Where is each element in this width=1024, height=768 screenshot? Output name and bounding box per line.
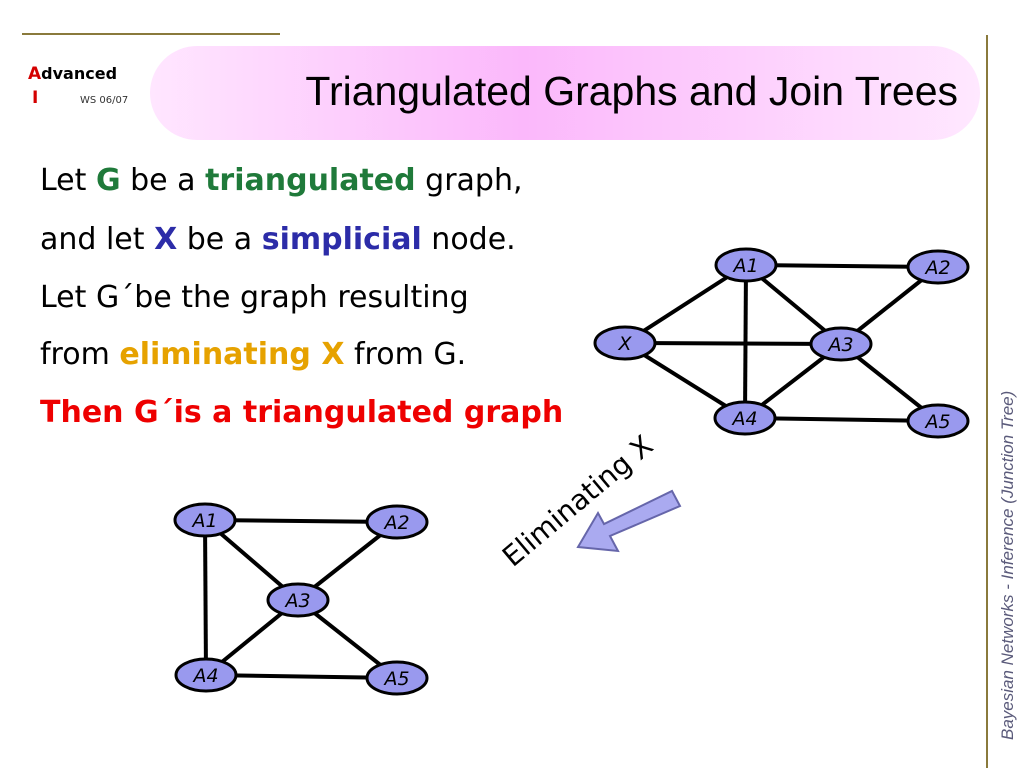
text: node.: [421, 222, 516, 257]
node-shape: [906, 403, 970, 439]
node-a5: A5: [906, 403, 970, 439]
statement-line-4: from eliminating X from G.: [40, 337, 466, 372]
top-rule: [22, 33, 280, 35]
text: from G.: [344, 337, 467, 372]
node-a3: A3: [266, 582, 330, 618]
node-a3: A3: [809, 326, 873, 362]
text: graph,: [415, 163, 523, 198]
edge-a1-a2: [745, 263, 939, 269]
term-x: X: [154, 222, 178, 257]
node-shape: [266, 582, 330, 618]
right-rule: [986, 35, 988, 768]
logo-letter-a: A: [28, 64, 42, 84]
node-label: A4: [730, 408, 757, 430]
logo-word: dvanced: [41, 64, 118, 83]
node-shape: [593, 325, 657, 361]
node-label: A1: [190, 510, 217, 532]
text: be a: [120, 163, 206, 198]
node-shape: [809, 326, 873, 362]
node-shape: [365, 660, 429, 696]
term-simplicial: simplicial: [261, 222, 422, 257]
node-a2: A2: [365, 504, 429, 540]
node-a1: A1: [173, 502, 237, 538]
edge-a1-a2: [204, 518, 398, 524]
text: Let: [40, 163, 96, 198]
term-eliminating-x: eliminating X: [119, 337, 345, 372]
node-shape: [174, 657, 238, 693]
node-shape: [713, 400, 777, 436]
title-banner: Triangulated Graphs and Join Trees: [150, 46, 980, 140]
statement-line-3: Let G´be the graph resulting: [40, 280, 469, 315]
logo-term: WS 06/07: [80, 95, 129, 106]
node-label: A5: [923, 411, 950, 433]
node-a4: A4: [174, 657, 238, 693]
edge-a1-a4: [203, 519, 208, 676]
node-x: X: [593, 325, 657, 361]
node-a5: A5: [365, 660, 429, 696]
conclusion-line: Then G´is a triangulated graph: [40, 395, 564, 430]
logo-letter-i: I: [32, 88, 39, 108]
node-shape: [173, 502, 237, 538]
edge-a1-a4: [743, 264, 748, 419]
node-label: A1: [731, 255, 758, 277]
node-shape: [365, 504, 429, 540]
node-label: X: [617, 333, 632, 355]
node-label: A5: [382, 668, 409, 690]
statement-line-1: Let G be a triangulated graph,: [40, 163, 523, 198]
text: and let: [40, 222, 155, 257]
eliminating-arrow: [576, 489, 682, 553]
term-triangulated: triangulated: [205, 163, 416, 198]
node-label: A4: [191, 665, 218, 687]
node-a2: A2: [906, 249, 970, 285]
text: from: [40, 337, 120, 372]
edge-a4-a5: [205, 673, 398, 680]
slide-title: Triangulated Graphs and Join Trees: [305, 68, 958, 114]
statement-line-2: and let X be a simplicial node.: [40, 222, 516, 257]
advanced-ai-logo: Advanced I WS 06/07: [28, 64, 128, 108]
edge-x-a3: [624, 341, 842, 346]
node-label: A3: [826, 334, 853, 356]
node-a4: A4: [713, 400, 777, 436]
node-shape: [906, 249, 970, 285]
term-g: G: [95, 163, 121, 198]
edge-a4-a5: [744, 416, 939, 423]
footer-vertical-caption: Bayesian Networks - Inference (Junction …: [998, 390, 1017, 740]
node-label: A2: [923, 257, 950, 279]
text: be a: [177, 222, 262, 257]
node-label: A3: [283, 590, 310, 612]
node-label: A2: [382, 512, 409, 534]
node-shape: [714, 247, 778, 283]
node-a1: A1: [714, 247, 778, 283]
